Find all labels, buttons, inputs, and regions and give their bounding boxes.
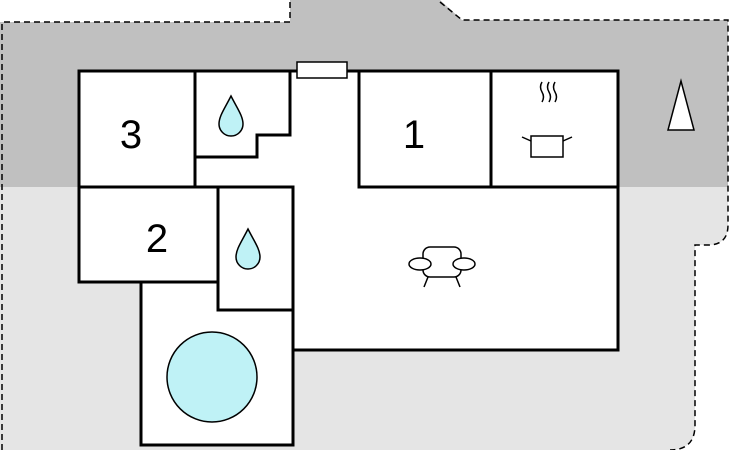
room-2-label: 2 xyxy=(146,217,168,261)
pool-icon xyxy=(166,331,258,423)
wall-room1 xyxy=(357,69,620,189)
room-3-label: 3 xyxy=(120,113,142,157)
outer-wall xyxy=(77,69,620,447)
wall-bath2-left xyxy=(216,185,295,312)
cooking-pot-icon xyxy=(521,81,573,158)
window-icon xyxy=(296,61,348,79)
water-drop-icon xyxy=(218,94,244,137)
sofa-icon xyxy=(408,246,476,288)
water-drop-icon xyxy=(235,227,261,270)
north-arrow-icon xyxy=(667,78,695,131)
walls xyxy=(77,69,620,447)
wall-bath1 xyxy=(193,69,292,159)
room-1-label: 1 xyxy=(403,113,425,157)
wall-hall xyxy=(193,185,295,352)
